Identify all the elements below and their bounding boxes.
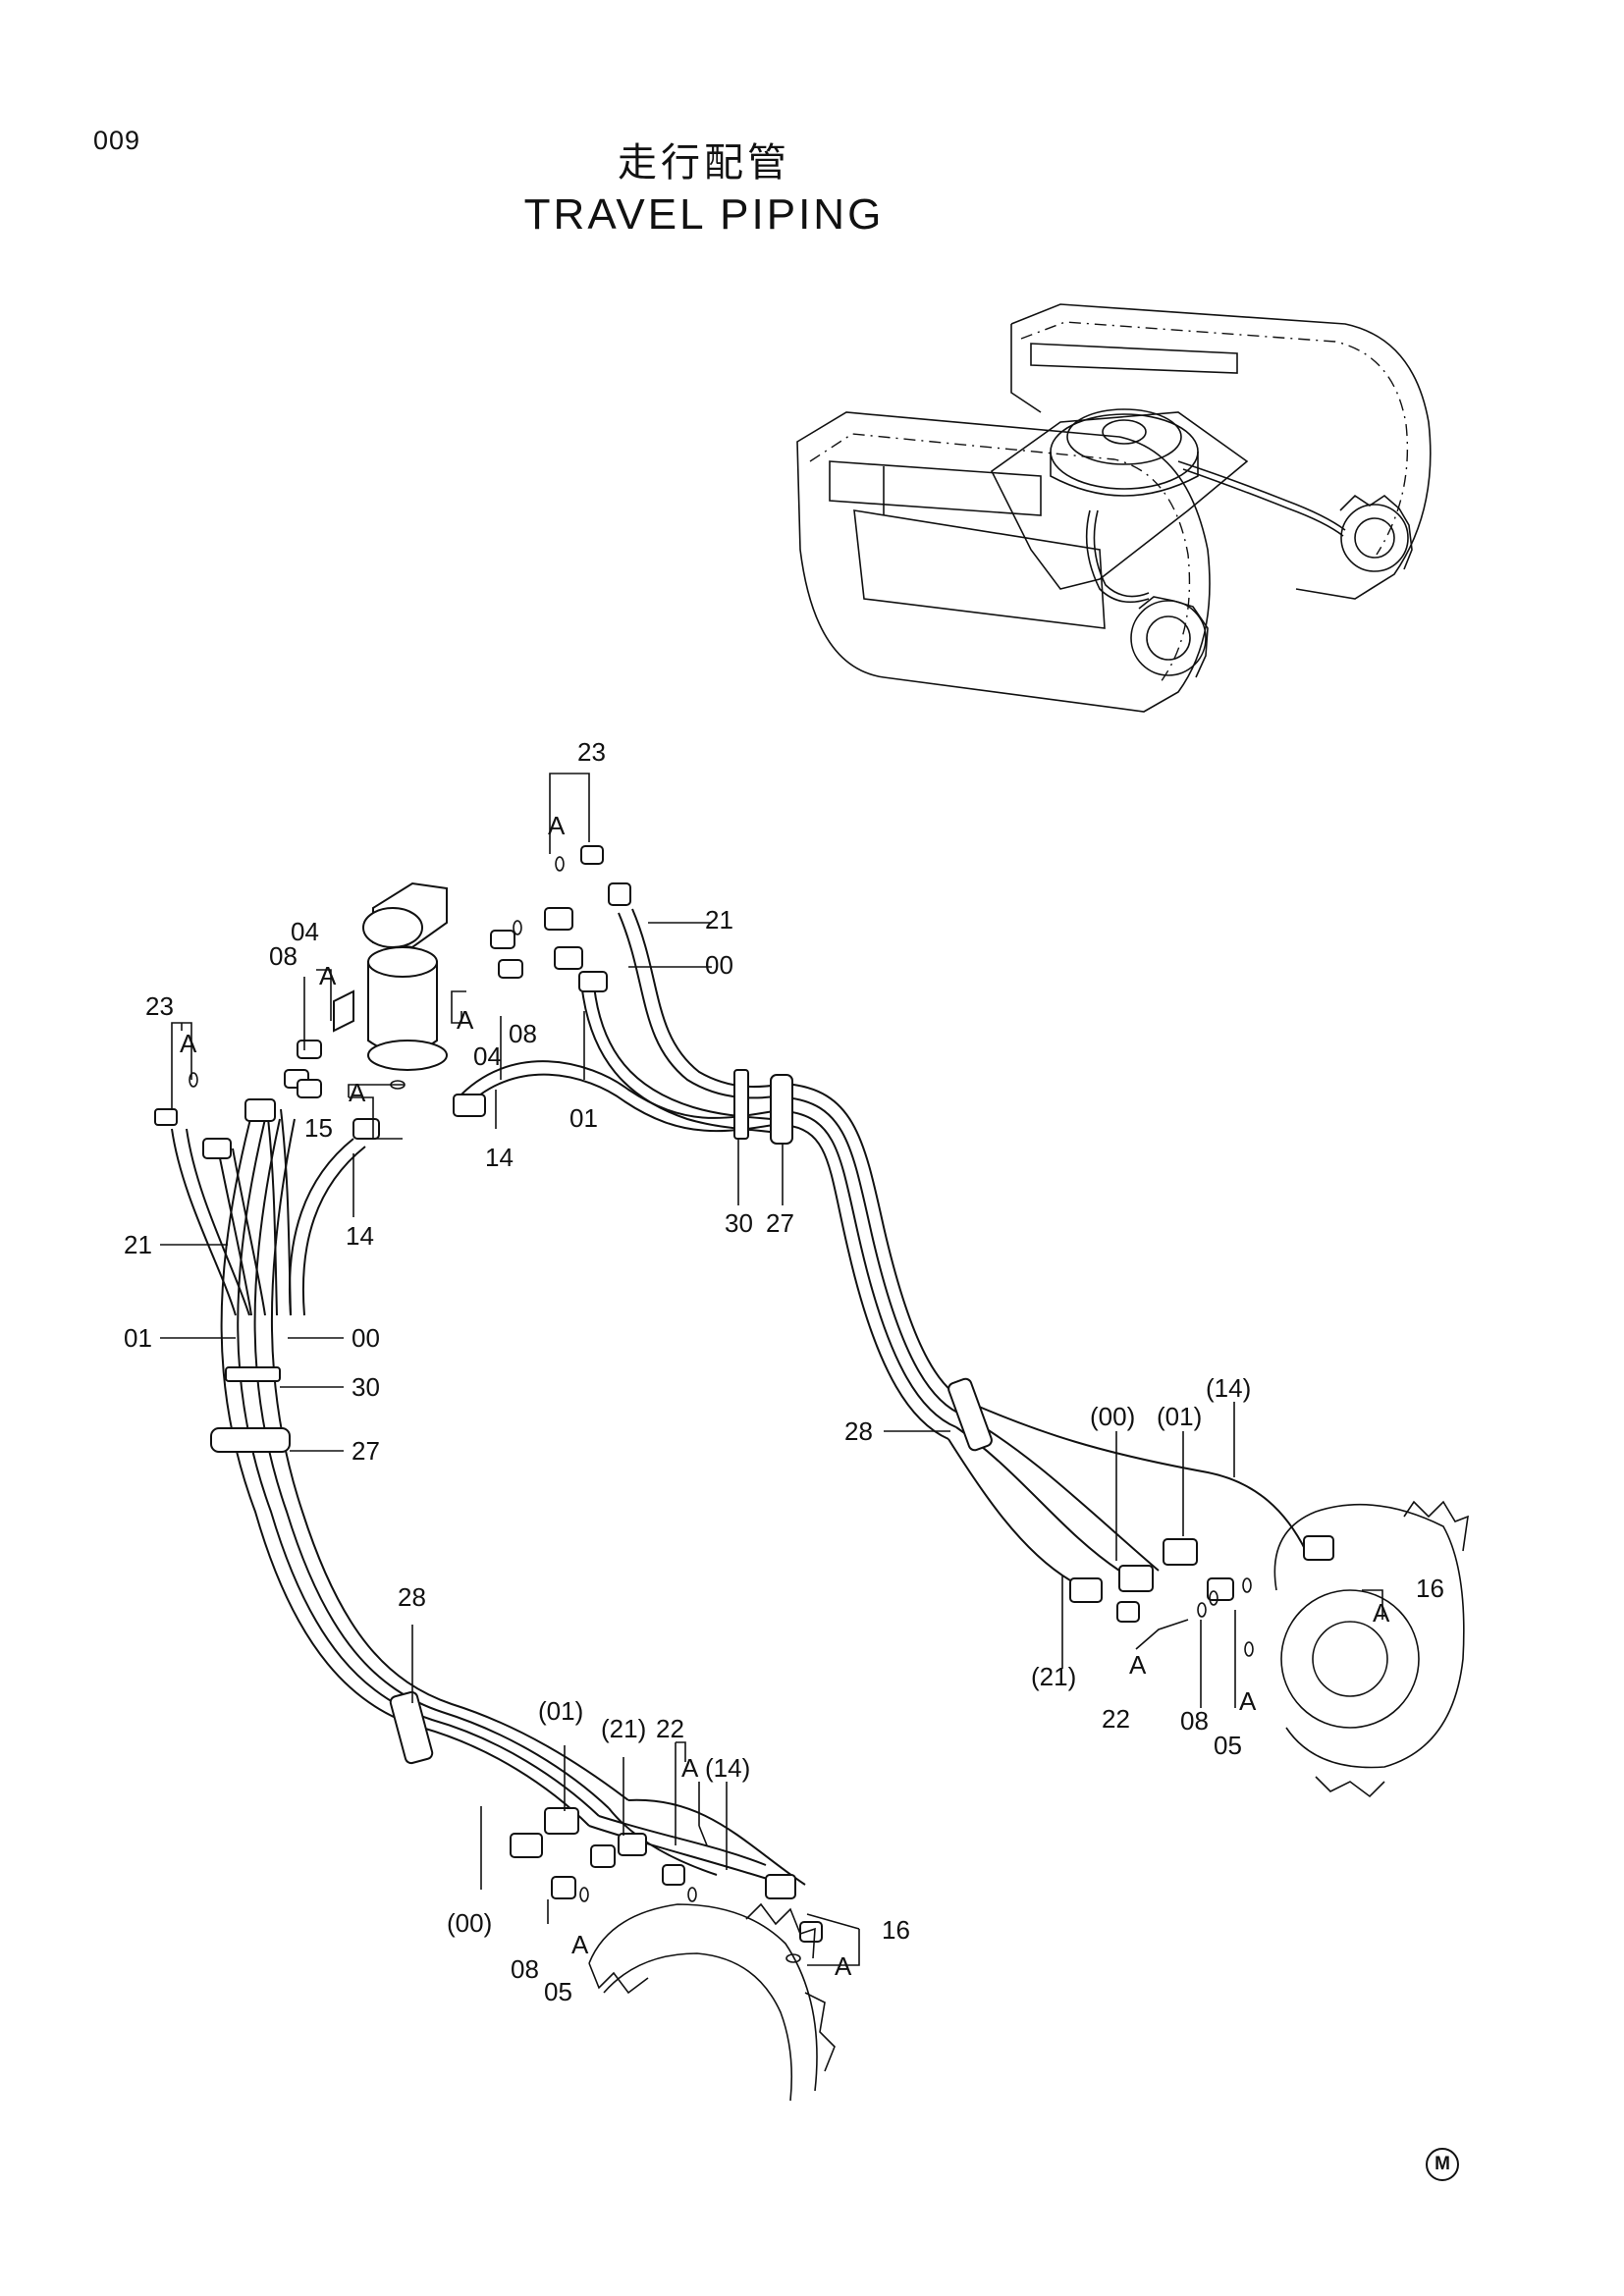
label-21: 21	[124, 1230, 152, 1259]
label-00: 00	[705, 950, 733, 980]
callout-labels: 23 A 04 08 A 21 00 23 A A 04 08 01 15 A …	[124, 737, 1444, 2006]
label-21: (21)	[601, 1714, 646, 1743]
title-block: 走行配管 TRAVEL PIPING	[0, 137, 1408, 241]
label-a: A	[548, 811, 566, 840]
label-08: 08	[1180, 1706, 1209, 1735]
label-a: A	[681, 1753, 699, 1783]
label-05: 05	[544, 1977, 572, 2006]
label-30: 30	[352, 1372, 380, 1402]
label-14: (14)	[1206, 1373, 1251, 1403]
label-28: 28	[844, 1416, 873, 1446]
leader-lines	[160, 773, 1383, 1966]
label-04: 04	[473, 1041, 502, 1071]
label-14: (14)	[705, 1753, 750, 1783]
page-number: 009	[93, 126, 141, 155]
label-14: 14	[346, 1221, 374, 1251]
label-14: 14	[485, 1143, 514, 1172]
label-22: 22	[656, 1714, 684, 1743]
label-23: 23	[145, 991, 174, 1021]
label-15: 15	[304, 1113, 333, 1143]
label-01: 01	[569, 1103, 598, 1133]
label-08: 08	[509, 1019, 537, 1048]
page-title-japanese: 走行配管	[618, 140, 790, 186]
label-a: A	[319, 961, 337, 990]
travel-motor-left	[588, 1902, 836, 2102]
label-00: (00)	[447, 1908, 492, 1938]
label-23: 23	[577, 737, 606, 767]
label-01: 01	[124, 1323, 152, 1353]
label-01: (01)	[538, 1696, 583, 1726]
label-27: 27	[766, 1208, 794, 1238]
label-22: 22	[1102, 1704, 1130, 1734]
hose-bundle	[171, 908, 1307, 1886]
label-00: (00)	[1090, 1402, 1135, 1431]
travel-motor-right	[1273, 1500, 1469, 1798]
label-21: (21)	[1031, 1662, 1076, 1691]
label-04: 04	[291, 917, 319, 946]
label-27: 27	[352, 1436, 380, 1466]
label-08: 08	[511, 1954, 539, 1984]
clamps	[210, 1069, 993, 1765]
label-a: A	[835, 1951, 852, 1981]
manufacturer-mark: M	[1426, 2148, 1459, 2181]
label-a: A	[571, 1930, 589, 1959]
label-01: (01)	[1157, 1402, 1202, 1431]
label-a: A	[1373, 1598, 1390, 1628]
label-a: A	[1239, 1686, 1257, 1716]
label-00: 00	[352, 1323, 380, 1353]
label-16: 16	[882, 1915, 910, 1945]
label-08: 08	[269, 941, 298, 971]
undercarriage-overview	[796, 303, 1432, 713]
label-16: 16	[1416, 1574, 1444, 1603]
page-title: TRAVEL PIPING	[523, 190, 885, 239]
label-28: 28	[398, 1582, 426, 1612]
center-joint	[333, 881, 448, 1071]
label-a: A	[1129, 1650, 1147, 1680]
label-a: A	[180, 1029, 197, 1058]
label-30: 30	[725, 1208, 753, 1238]
fittings	[154, 845, 1334, 1963]
label-a: A	[457, 1005, 474, 1035]
label-a: A	[349, 1078, 366, 1107]
label-05: 05	[1214, 1731, 1242, 1760]
label-21: 21	[705, 905, 733, 934]
